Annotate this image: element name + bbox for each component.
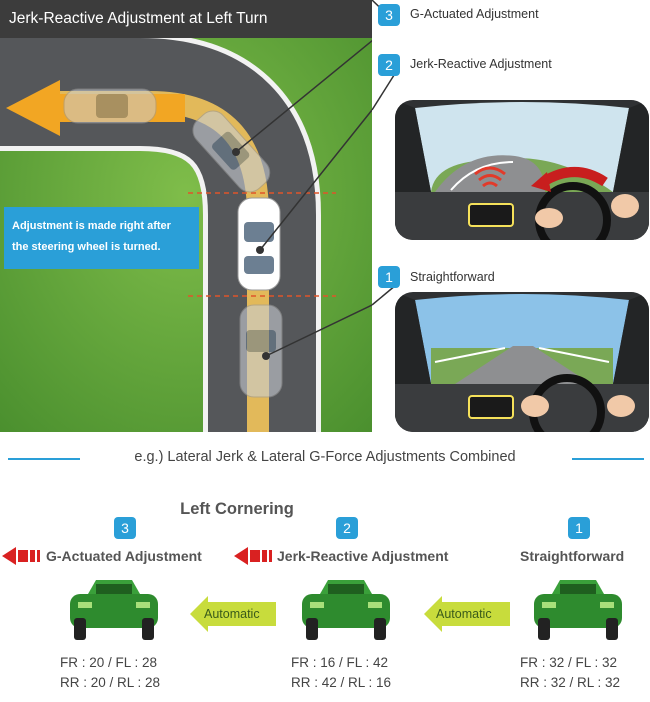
flow-title: Left Cornering [180,500,294,518]
scene-title: Jerk-Reactive Adjustment at Left Turn [0,0,372,38]
callout-badge-2: 2 [378,54,400,76]
green-car-icon [534,580,622,640]
automatic-label: Automatic [204,607,260,621]
controller-unit-icon [468,203,514,227]
stage-2-front-values: FR : 16 / FL : 42 [291,655,389,670]
automatic-label: Automatic [436,607,492,621]
controller-unit-icon [468,395,514,419]
road-illustration [0,0,372,432]
green-car-icon [302,580,390,640]
turn-arrow-icon [531,172,551,192]
automatic-arrow-icon [190,596,276,632]
example-caption: e.g.) Lateral Jerk & Lateral G-Force Adj… [134,449,516,465]
stage-title-1: Straightforward [520,548,625,564]
stage-3-front-values: FR : 20 / FL : 28 [60,655,158,670]
divider-right [572,458,644,460]
note-line: Adjustment is made right after [12,220,171,232]
callout-badge-3: 3 [378,4,400,26]
white-car-icon [237,197,281,291]
stage-title-2: Jerk-Reactive Adjustment [277,548,449,564]
stage-badge-1: 1 [568,517,590,539]
green-car-icon [70,580,158,640]
road-scene: Jerk-Reactive Adjustment at Left Turn Ad… [0,0,372,432]
stage-badge-3: 3 [114,517,136,539]
note-line: the steering wheel is turned. [12,241,161,253]
direction-arrow-icon [6,80,60,136]
stage-2-rear-values: RR : 42 / RL : 16 [291,675,392,690]
callout-label-1: Straightforward [410,270,495,284]
divider-left [8,458,80,460]
automatic-arrow-icon [424,596,510,632]
stage-1-rear-values: RR : 32 / RL : 32 [520,675,621,690]
callout-label-3: G-Actuated Adjustment [410,7,539,21]
adjustment-note: Adjustment is made right after the steer… [4,207,199,269]
driver-view-turning [395,100,649,240]
callout-badge-1: 1 [378,266,400,288]
red-left-arrow-icon [234,547,272,565]
callout-label-2: Jerk-Reactive Adjustment [410,57,552,71]
driver-view-straight [395,292,649,432]
red-left-arrow-icon [2,547,40,565]
stage-badge-2: 2 [336,517,358,539]
stage-1-front-values: FR : 32 / FL : 32 [520,655,618,670]
stage-3-rear-values: RR : 20 / RL : 28 [60,675,161,690]
stage-title-3: G-Actuated Adjustment [46,548,202,564]
